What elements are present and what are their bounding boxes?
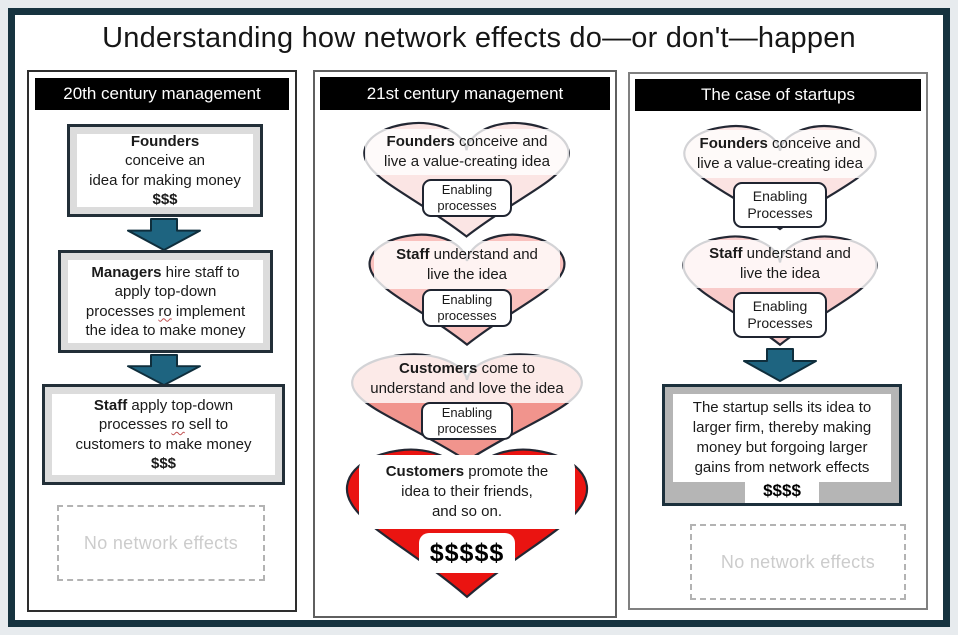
stage-lead: Founders (130, 132, 200, 150)
stage-text: understand and live the idea (739, 245, 851, 282)
column-header-20th: 20th century management (35, 78, 289, 110)
down-arrow-icon (126, 354, 202, 386)
column-20th-century: 20th century management Founders conceiv… (27, 70, 297, 612)
money-text: $$$$$ (429, 538, 505, 567)
stage-text: come to understand and love the idea (370, 360, 564, 397)
staff-box-text: Staff apply top-down processes ro sell t… (52, 394, 275, 475)
enabling-line: Enabling (441, 181, 493, 197)
stage-lead: Staff (709, 245, 743, 263)
founders-box: Founders conceive an idea for making mon… (67, 124, 263, 217)
heart-text-panel: Staff understand and live the idea (374, 241, 560, 289)
stage-text: hire staff to apply top-down processes (85, 263, 240, 320)
enabling-line: Enabling (752, 187, 808, 204)
diagram-title: Understanding how network effects do—or … (102, 22, 856, 54)
startup-sells-text: The startup sells its idea to larger fir… (673, 394, 891, 482)
enabling-processes-box: Enabling processes (421, 402, 513, 440)
stage-lead: Founders (699, 135, 768, 153)
typo-text: ro (171, 416, 185, 433)
column-startups: The case of startups Founders conceive a… (628, 72, 928, 610)
enabling-line: Processes (747, 315, 813, 331)
money-badge: $$$$$ (419, 533, 515, 573)
stage-text: apply top-down processes (98, 396, 234, 434)
stage-lead: Managers (91, 263, 162, 281)
stage-text: implement the idea to make money (85, 302, 246, 340)
enabling-line: Enabling (441, 291, 493, 307)
stage-lead: Staff (93, 396, 128, 414)
enabling-line: processes (437, 421, 497, 436)
staff-box: Staff apply top-down processes ro sell t… (42, 384, 285, 485)
managers-box-text: Managers hire staff to apply top-down pr… (68, 260, 263, 343)
no-network-effects-box: No network effects (57, 505, 265, 581)
enabling-processes-box: Enabling Processes (733, 182, 827, 228)
stage-text: conceive an idea for making money (89, 152, 241, 189)
enabling-line: Enabling (752, 297, 808, 314)
enabling-processes-box: Enabling Processes (733, 292, 827, 338)
no-network-effects-box: No network effects (690, 524, 906, 600)
no-network-effects-label: No network effects (720, 551, 876, 572)
down-arrow-icon (126, 218, 202, 251)
down-arrow-icon (742, 348, 818, 382)
column-header-startups: The case of startups (635, 79, 921, 111)
money-text: $$$ (150, 455, 177, 472)
column-21st-century: 21st century management Founders conceiv… (313, 70, 617, 618)
money-badge: $$$$ (745, 478, 819, 503)
stage-lead: Customers (385, 463, 465, 481)
heart-text-panel: Customers come to understand and love th… (348, 355, 586, 403)
stage-lead: Staff (396, 246, 430, 264)
managers-box: Managers hire staff to apply top-down pr… (58, 250, 273, 353)
stage-text: conceive and live a value-creating idea (697, 135, 863, 172)
stage-lead: Customers (399, 360, 478, 378)
stage-text: promote the idea to their friends, and s… (401, 463, 549, 520)
enabling-line: Enabling (441, 404, 493, 420)
heart-text-panel: Founders conceive and live a value-creat… (365, 129, 569, 175)
heart-text-panel: Staff understand and live the idea (683, 240, 877, 288)
column-header-21st: 21st century management (320, 77, 610, 110)
enabling-line: processes (437, 198, 497, 213)
no-network-effects-label: No network effects (83, 532, 239, 553)
founders-box-text: Founders conceive an idea for making mon… (77, 132, 253, 208)
startup-sells-box: The startup sells its idea to larger fir… (662, 384, 902, 506)
stage-text: conceive and live a value-creating idea (384, 133, 550, 170)
stage-text: understand and live the idea (426, 246, 538, 283)
stage-text: sell to customers to make money (75, 416, 252, 453)
money-text: $$$ (152, 191, 178, 208)
stage-lead: Founders (386, 133, 455, 151)
heart-text-panel: Founders conceive and live a value-creat… (680, 130, 880, 178)
enabling-line: processes (437, 308, 497, 323)
enabling-processes-box: Enabling processes (422, 179, 512, 217)
heart-text-panel: Customers promote the idea to their frie… (359, 455, 575, 529)
typo-text: ro (158, 302, 172, 320)
enabling-processes-box: Enabling processes (422, 289, 512, 327)
enabling-line: Processes (747, 205, 813, 221)
